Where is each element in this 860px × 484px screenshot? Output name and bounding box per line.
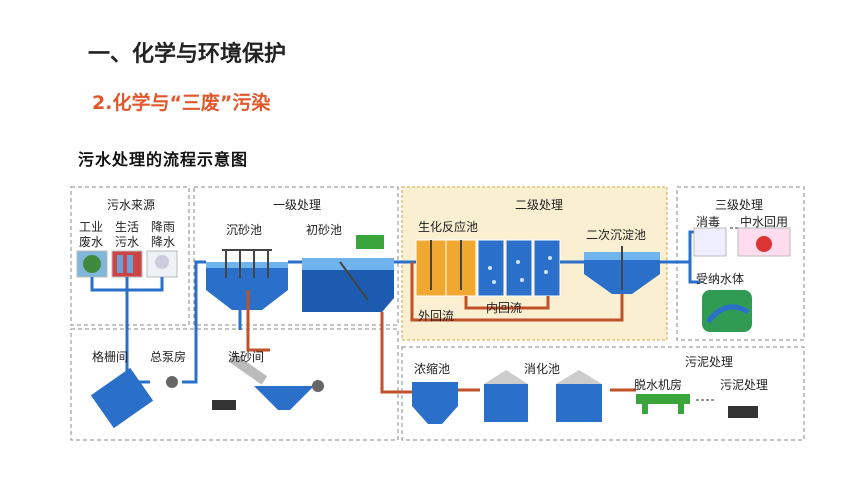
digester-2 <box>556 384 602 422</box>
source-industrial: 工业废水 <box>79 220 104 249</box>
dewater-label: 脱水机房 <box>634 378 683 392</box>
receiving-label: 受纳水体 <box>696 272 745 286</box>
outer-return-label: 外回流 <box>418 309 455 323</box>
disinfect-icon <box>693 227 727 257</box>
digest-label: 消化池 <box>524 362 561 376</box>
grit-chamber-label: 沉砂池 <box>226 223 263 237</box>
primary-title: 一级处理 <box>270 198 325 212</box>
screen-icon <box>90 367 154 429</box>
dewater-machine <box>636 394 690 404</box>
pump-label: 总泵房 <box>150 350 187 364</box>
thicken-label: 浓缩池 <box>414 362 451 376</box>
sand-hopper <box>254 386 314 410</box>
diagram-title: 污水处理的流程示意图 <box>78 150 249 169</box>
tertiary-title: 三级处理 <box>712 198 767 212</box>
disposal-truck <box>728 406 758 418</box>
sludge-frame <box>401 346 805 441</box>
sand-label: 洗砂间 <box>228 350 265 364</box>
pretreat-frame <box>70 328 399 441</box>
pipe-to-grit <box>182 260 206 384</box>
reuse-label: 中水回用 <box>740 215 789 229</box>
disposal-label: 污泥处理 <box>720 378 769 392</box>
outer-return <box>410 262 624 322</box>
sources-title: 污水来源 <box>104 198 159 212</box>
reactor-aerobic-2 <box>505 239 533 297</box>
inner-return <box>464 296 550 310</box>
secondary-title: 二级处理 <box>512 198 567 212</box>
inner-return-label: 内回流 <box>486 301 523 315</box>
primary-frame <box>193 186 399 326</box>
source-domestic: 生活污水 <box>115 220 140 249</box>
screen-label: 格栅间 <box>92 350 129 364</box>
truck-icon <box>212 400 236 410</box>
reactor-aerobic-3 <box>533 239 561 297</box>
clarifier-label: 二次沉淀池 <box>586 228 647 242</box>
digester-1 <box>484 384 528 422</box>
pump-icon <box>166 376 178 388</box>
subsection-title: 2.化学与“三废”污染 <box>92 92 271 114</box>
disinfect-label: 消毒 <box>696 215 721 229</box>
initial-tank-label: 初砂池 <box>306 223 343 237</box>
reactor-label: 生化反应池 <box>418 220 479 234</box>
sludge-title: 污泥处理 <box>682 355 737 369</box>
sources-frame <box>70 186 190 326</box>
section-title: 一、化学与环境保护 <box>88 42 287 67</box>
thicken-tank <box>412 382 458 424</box>
receiving-icon <box>702 290 752 332</box>
source-rain: 降雨降水 <box>151 220 176 249</box>
initial-tank <box>302 258 394 312</box>
